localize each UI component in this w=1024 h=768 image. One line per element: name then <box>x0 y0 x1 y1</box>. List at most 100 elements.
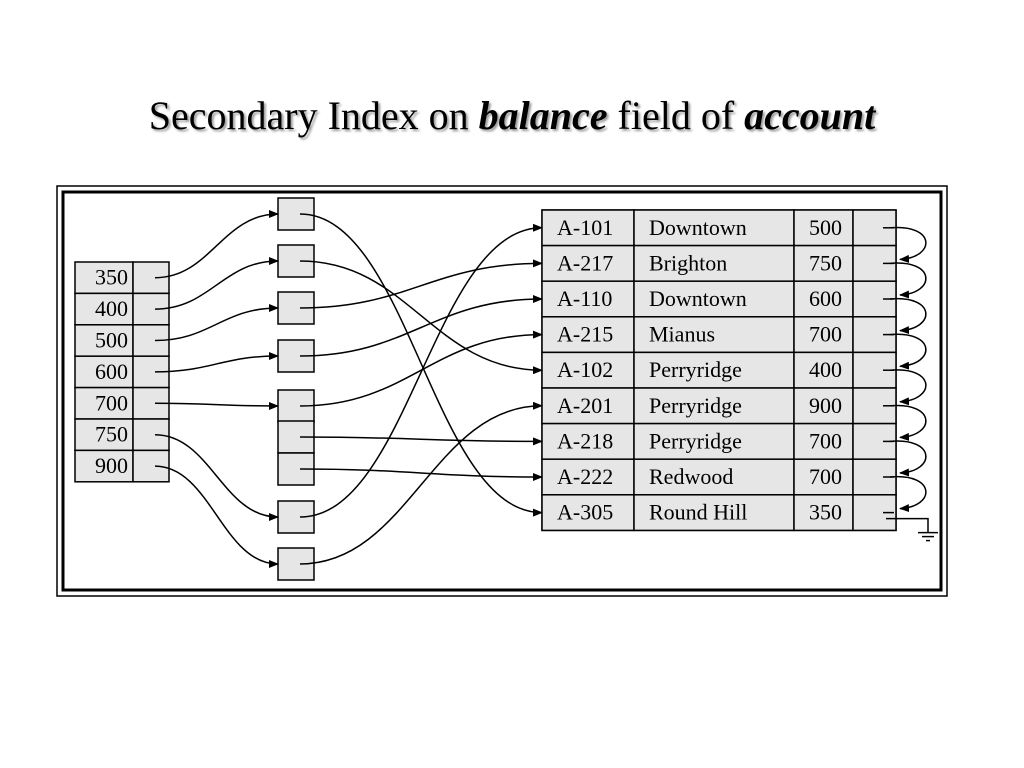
bucket-to-record-arrow <box>299 468 543 481</box>
balance-cell <box>793 387 854 425</box>
branch-name-label: Perryridge <box>649 393 742 418</box>
index-key-label: 400 <box>95 296 128 321</box>
balance-label: 900 <box>809 393 842 418</box>
bucket-to-record-arrow <box>299 259 543 309</box>
balance-cell <box>793 351 854 389</box>
account-number-label: A-215 <box>557 322 613 347</box>
slide-title: Secondary Index on balance field of acco… <box>0 92 1024 139</box>
account-number-label: A-101 <box>557 215 613 240</box>
bucket-to-record-arrow <box>299 295 543 357</box>
account-row: A-215 Mianus 700 <box>541 316 897 354</box>
account-number-label: A-305 <box>557 500 613 525</box>
account-number-label: A-102 <box>557 357 613 382</box>
index-row: 600 <box>74 355 170 389</box>
record-chain-arrow <box>889 226 927 263</box>
account-number-label: A-217 <box>557 250 613 275</box>
index-to-bucket-arrow <box>154 352 279 373</box>
branch-name-label: Downtown <box>649 286 747 311</box>
account-number-label: A-222 <box>557 464 613 489</box>
account-row: A-218 Perryridge 700 <box>541 422 897 460</box>
index-to-bucket-arrow <box>154 401 279 410</box>
record-chain-arrow <box>889 298 927 335</box>
balance-label: 500 <box>809 215 842 240</box>
index-key-label: 500 <box>95 328 128 353</box>
index-key-cell <box>74 292 134 326</box>
balance-label: 350 <box>809 500 842 525</box>
index-to-bucket-arrow <box>154 433 279 521</box>
index-row: 900 <box>74 449 170 483</box>
bucket-to-record-arrow <box>299 401 543 565</box>
null-pointer-ground-icon <box>886 517 938 542</box>
branch-name-label: Perryridge <box>649 428 742 453</box>
index-key-label: 350 <box>95 265 128 290</box>
title-text-account: account <box>744 93 876 138</box>
branch-name-cell <box>633 422 795 460</box>
index-key-label: 700 <box>95 390 128 415</box>
account-row: A-217 Brighton 750 <box>541 244 897 282</box>
account-row: A-102 Perryridge 400 <box>541 351 897 389</box>
balance-cell <box>793 458 854 496</box>
branch-name-cell <box>633 280 795 318</box>
record-chain-arrow <box>889 333 927 370</box>
branch-name-cell <box>633 494 795 532</box>
branch-name-label: Redwood <box>649 464 733 489</box>
record-chain-arrow <box>889 369 927 406</box>
account-number-cell <box>541 387 635 425</box>
branch-name-label: Downtown <box>649 215 747 240</box>
bucket-to-record-arrow <box>299 223 543 518</box>
account-number-cell <box>541 244 635 282</box>
branch-name-label: Perryridge <box>649 357 742 382</box>
balance-label: 400 <box>809 357 842 382</box>
index-row: 400 <box>74 292 170 326</box>
balance-cell <box>793 244 854 282</box>
index-key-cell <box>74 418 134 452</box>
title-text-1: Secondary Index on <box>148 93 479 138</box>
pointer-arrows <box>154 210 927 568</box>
index-to-bucket-arrow <box>154 304 279 342</box>
balance-cell <box>793 494 854 532</box>
inner-frame <box>61 190 943 592</box>
index-key-label: 900 <box>95 453 128 478</box>
index-key-label: 600 <box>95 359 128 384</box>
index-row: 350 <box>74 261 170 295</box>
branch-name-cell <box>633 209 795 247</box>
balance-label: 700 <box>809 428 842 453</box>
index-row: 700 <box>74 386 170 420</box>
balance-label: 750 <box>809 250 842 275</box>
bucket-to-record-arrow <box>299 436 543 446</box>
bucket-to-record-arrow <box>299 260 543 375</box>
index-pointer-cell <box>132 449 170 483</box>
index-to-bucket-arrow <box>154 465 279 568</box>
branch-name-label: Brighton <box>649 250 727 275</box>
bucket-to-record-arrow <box>299 213 543 517</box>
index-key-label: 750 <box>95 422 128 447</box>
balance-cell <box>793 209 854 247</box>
balance-label: 700 <box>809 322 842 347</box>
index-table: 350 400 500 600 700 750 900 <box>74 261 170 483</box>
account-row: A-101 Downtown 500 <box>541 209 897 247</box>
record-chain-arrow <box>889 440 927 477</box>
outer-frame <box>56 185 948 597</box>
title-text-2: field of <box>607 93 745 138</box>
record-chain-arrow <box>889 404 927 441</box>
balance-cell <box>793 422 854 460</box>
index-row: 500 <box>74 324 170 357</box>
bucket-column <box>277 197 315 581</box>
branch-name-label: Mianus <box>649 322 715 347</box>
index-to-bucket-arrow <box>154 257 279 310</box>
bucket-cell <box>277 197 315 231</box>
record-chain-arrow <box>889 262 927 299</box>
index-key-cell <box>74 324 134 357</box>
balance-label: 600 <box>809 286 842 311</box>
bucket-to-record-arrow <box>299 330 543 407</box>
account-row: A-305 Round Hill 350 <box>541 494 897 532</box>
branch-name-cell <box>633 387 795 425</box>
branch-name-label: Round Hill <box>649 500 747 525</box>
account-number-label: A-218 <box>557 428 613 453</box>
title-text-balance: balance <box>478 93 608 138</box>
